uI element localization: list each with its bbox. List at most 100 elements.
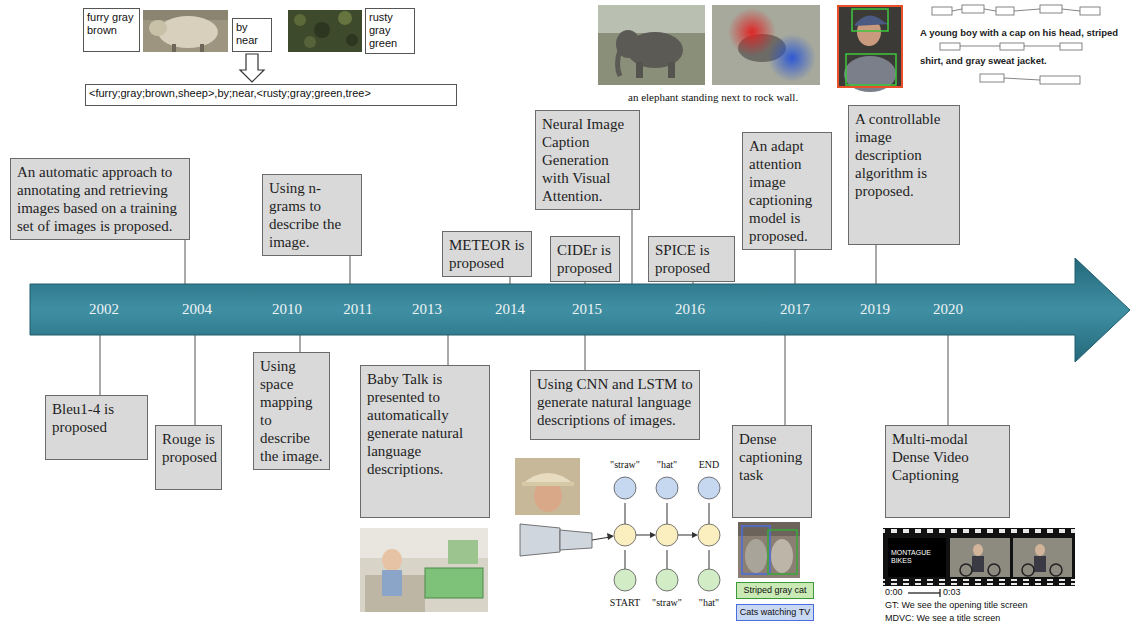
box-text: Using CNN and LSTM to generate natural l…	[537, 375, 693, 429]
cnn-lstm-figure	[698, 477, 720, 499]
cnn-lstm-figure	[636, 535, 652, 536]
parse-tree	[1040, 5, 1062, 13]
year-label: 2002	[78, 300, 130, 318]
video-time-bar	[908, 592, 940, 593]
attribute-box: rusty gray green	[365, 8, 415, 54]
sheep-photo	[172, 44, 176, 52]
box-text: SPICE is proposed	[655, 241, 728, 277]
cnn-lstm-figure	[692, 532, 698, 538]
event-box: Bleu1-4 is proposed	[45, 395, 148, 460]
boy-photo	[838, 6, 902, 87]
cats-photo	[738, 522, 800, 578]
box-text: Dense captioning task	[739, 430, 805, 484]
box-text: Using n-grams to describe the image.	[269, 179, 355, 251]
video-time-bar	[939, 589, 940, 597]
video-filmstrip	[883, 528, 1075, 586]
boy-photo	[852, 9, 888, 31]
event-box: Using space mapping to describe the imag…	[253, 352, 330, 470]
video-filmstrip	[972, 556, 984, 572]
cnn-lstm-figure	[625, 550, 626, 569]
year-label: 2020	[922, 300, 974, 318]
cnn-lstm-figure	[698, 524, 720, 546]
cnn-lstm-figure	[678, 535, 694, 536]
cnn-lstm-figure	[656, 569, 678, 591]
parse-tree	[932, 7, 952, 15]
video-filmstrip	[950, 538, 1010, 577]
elephant-photo	[598, 5, 705, 85]
word-label: "hat"	[647, 459, 687, 471]
boy-photo	[846, 54, 896, 85]
box-text: An adapt attention image captioning mode…	[749, 137, 825, 245]
box-text: Using space mapping to describe the imag…	[260, 357, 323, 465]
year-label: 2013	[401, 300, 453, 318]
attribute-box: furry gray brown	[83, 8, 140, 52]
video-filmstrip	[888, 538, 946, 577]
tree-photo	[304, 36, 316, 48]
event-box: Using n-grams to describe the image.	[262, 174, 362, 256]
elephant-photo	[668, 62, 675, 78]
video-filmstrip	[960, 564, 972, 576]
video-filmstrip	[1035, 544, 1045, 556]
parse-tree	[984, 9, 996, 11]
word-label: "hat"	[689, 597, 729, 609]
baby-talk-photo	[425, 568, 483, 598]
cnn-lstm-figure	[656, 477, 678, 499]
region-caption: Cats watching TV	[736, 604, 814, 621]
video-time-bar	[908, 589, 940, 597]
year-label: 2016	[664, 300, 716, 318]
tree-photo	[288, 10, 362, 52]
leader-line	[510, 277, 511, 284]
leader-line	[350, 256, 351, 284]
region-caption: Striped gray cat	[736, 582, 814, 599]
attention-heatmap	[712, 5, 820, 85]
elephant-photo	[636, 62, 643, 78]
cats-photo	[768, 530, 797, 574]
caption-text: MDVC: We see a title screen	[885, 613, 1000, 624]
event-box: Baby Talk is presented to automatically …	[360, 365, 490, 518]
event-box: An automatic approach to annotating and …	[10, 158, 190, 240]
leader-line	[948, 335, 949, 425]
leader-line	[300, 335, 301, 352]
cnn-lstm-figure	[607, 533, 614, 540]
video-filmstrip	[883, 528, 1075, 586]
video-filmstrip	[1022, 564, 1034, 576]
cnn-lstm-figure	[614, 569, 636, 591]
cats-photo	[745, 539, 767, 573]
elephant-photo	[598, 5, 705, 33]
baby-talk-photo	[382, 549, 402, 571]
image-caption: an elephant standing next to rock wall.	[628, 91, 828, 104]
time-label: 0:00	[885, 587, 903, 598]
cnn-lstm-figure	[522, 482, 574, 486]
word-label: "straw"	[647, 597, 687, 609]
event-box: SPICE is proposed	[648, 236, 735, 282]
parse-sentence: A young boy with a cap on his head, stri…	[920, 19, 1132, 75]
cats-photo	[738, 522, 800, 536]
year-label: 2011	[332, 300, 384, 318]
cnn-lstm-figure	[520, 524, 560, 556]
cnn-lstm-figure	[614, 477, 636, 499]
video-filmstrip	[1050, 564, 1062, 576]
cnn-lstm-figure	[625, 503, 626, 524]
parse-tree	[980, 74, 1004, 82]
leader-line	[876, 245, 877, 284]
parse-tree	[1000, 43, 1024, 50]
year-label: 2004	[171, 300, 223, 318]
cnn-lstm-figure	[667, 503, 668, 524]
box-text: Striped gray cat	[739, 585, 811, 596]
box-text: Multi-modal Dense Video Captioning	[892, 430, 1003, 484]
event-box: Multi-modal Dense Video Captioning	[885, 425, 1010, 518]
parse-tree	[952, 9, 962, 11]
word-label: "straw"	[605, 459, 645, 471]
boy-photo	[837, 5, 903, 92]
cnn-lstm-figure	[656, 524, 678, 546]
video-filmstrip	[1034, 556, 1046, 572]
leader-line	[693, 282, 694, 284]
cats-photo	[771, 539, 793, 573]
tree-photo	[288, 10, 362, 52]
baby-talk-photo	[382, 570, 402, 596]
parse-tree	[1024, 46, 1060, 47]
box-text: An automatic approach to annotating and …	[17, 163, 183, 235]
cnn-lstm-figure	[650, 532, 656, 538]
box-text: Cats watching TV	[739, 607, 811, 618]
year-label: 2014	[484, 300, 536, 318]
